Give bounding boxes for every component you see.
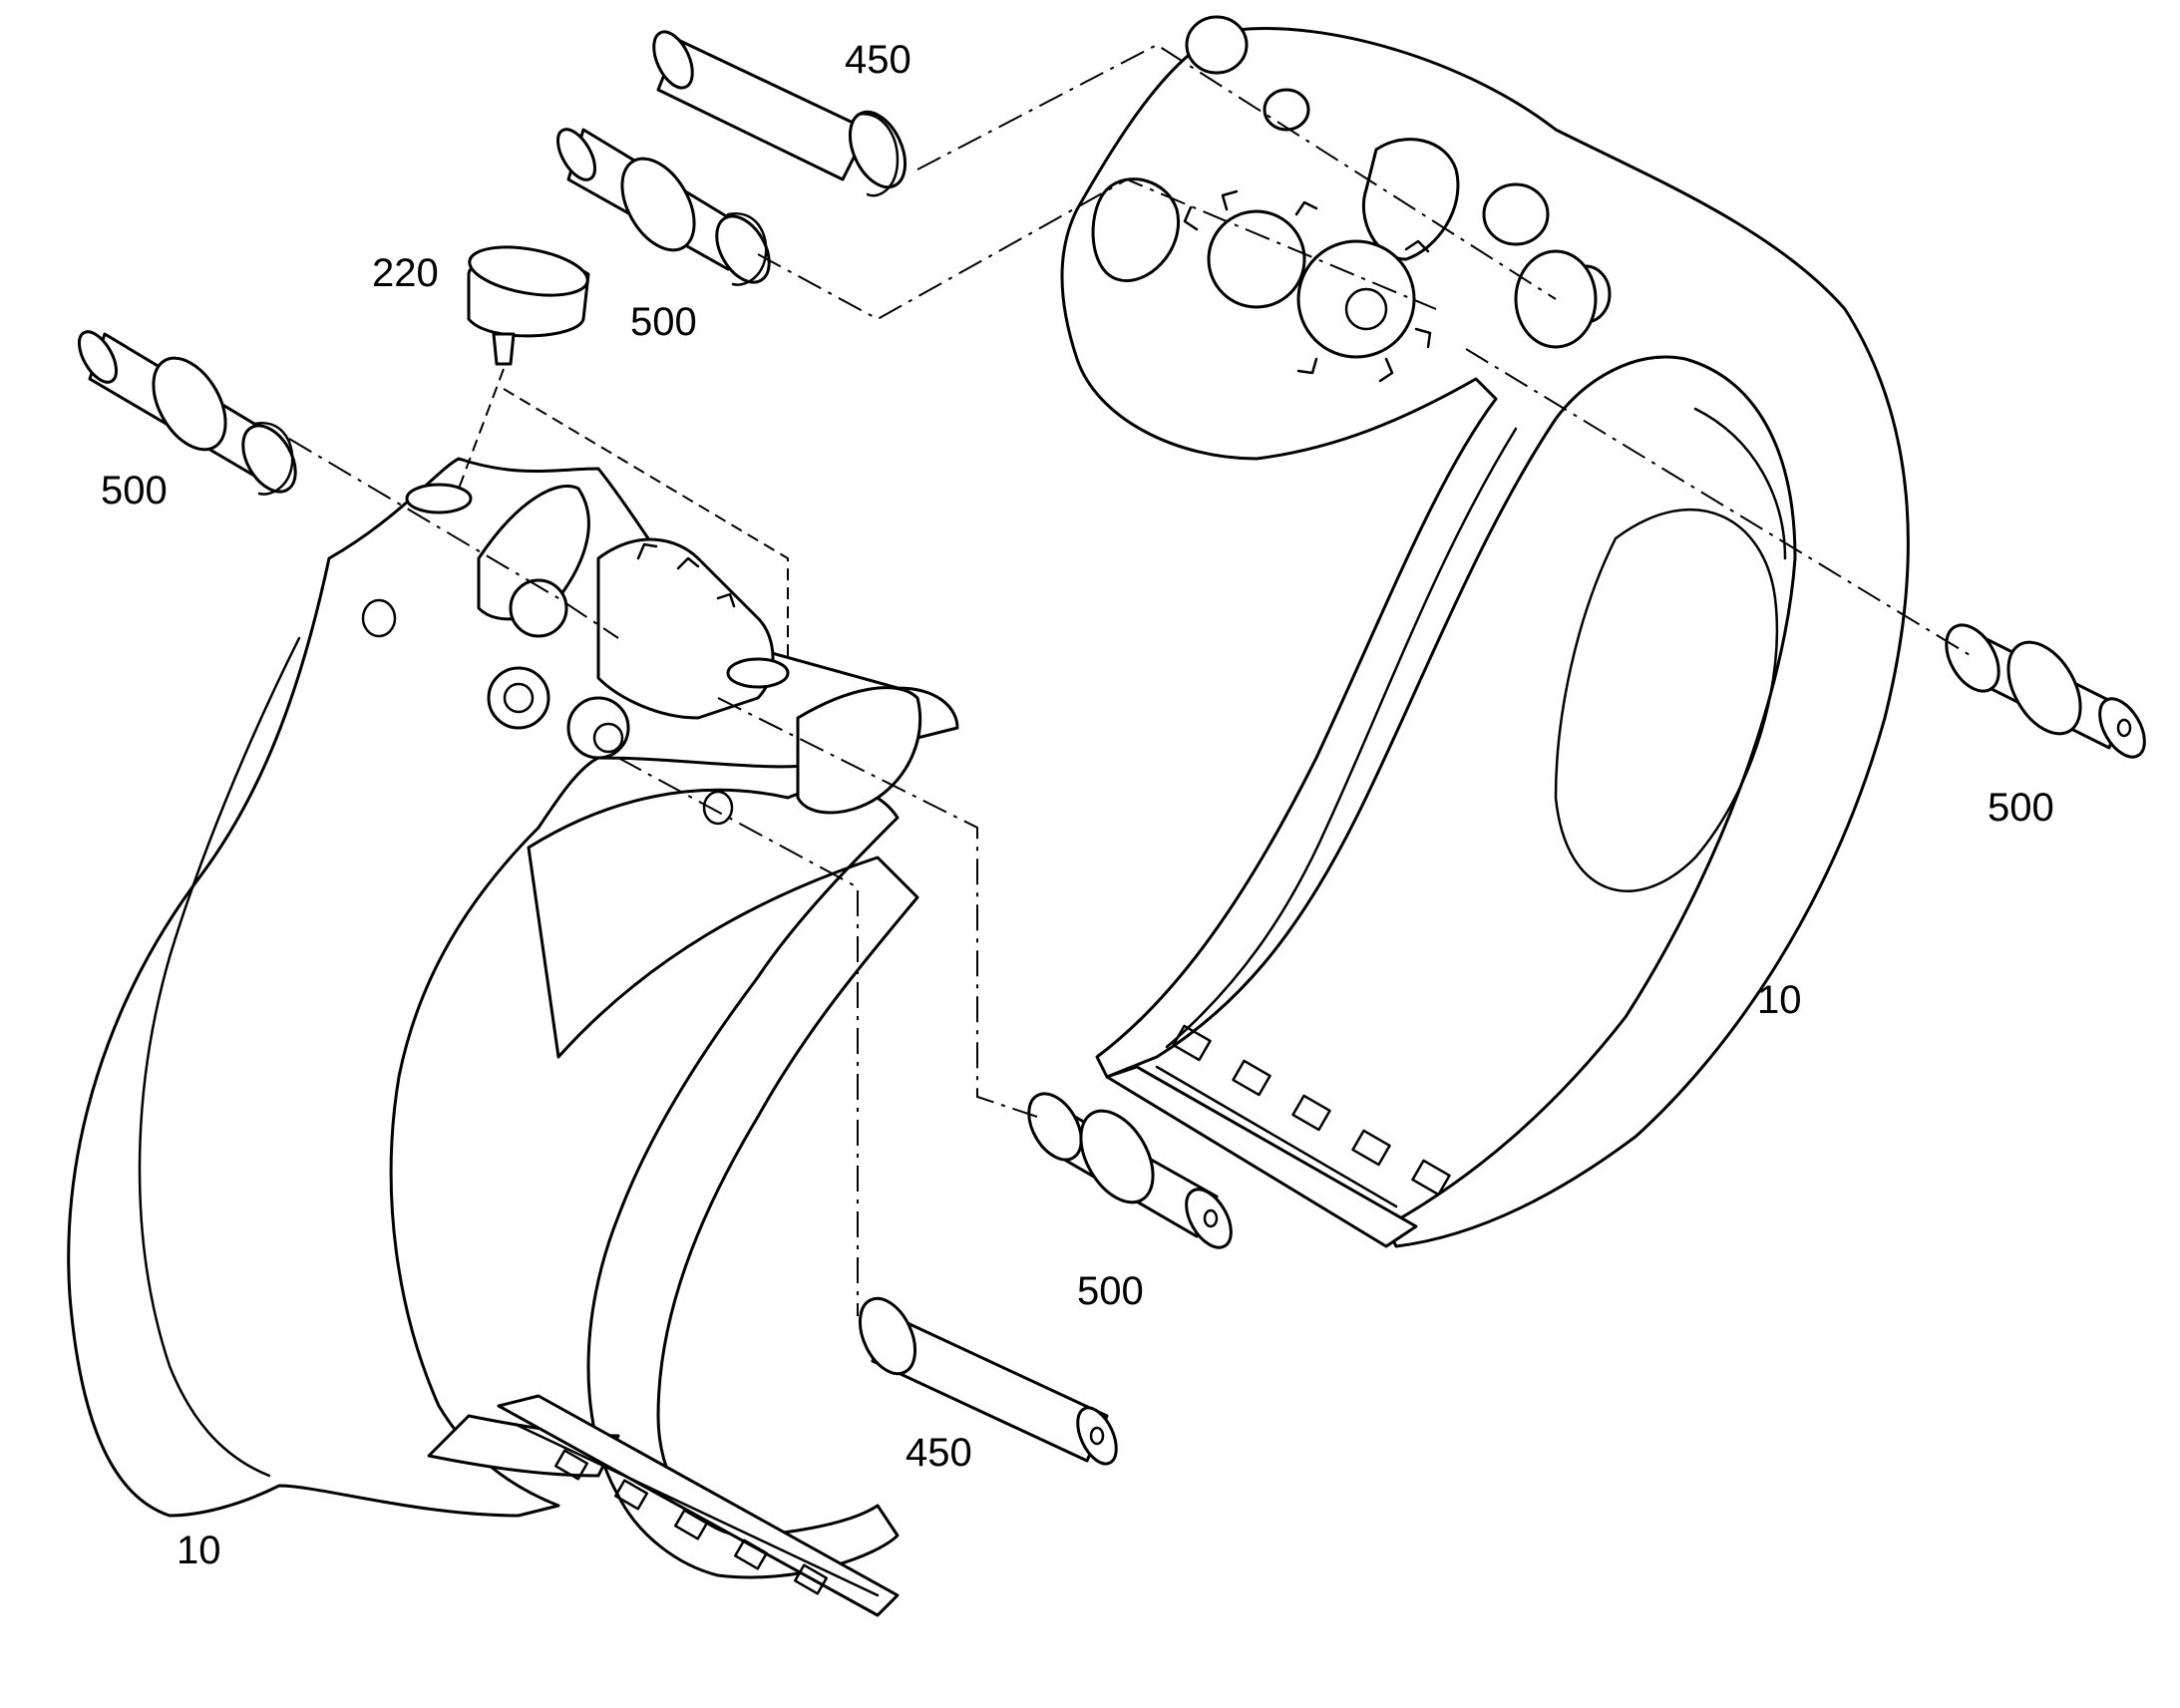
pin-450-top <box>652 30 908 197</box>
left-grapple-frame <box>67 457 959 1617</box>
pin-500-top <box>555 128 771 286</box>
callout-pin-500-right: 500 <box>1988 786 2054 830</box>
callout-frame-10-right: 10 <box>1757 978 1802 1022</box>
callout-pin-450-bottom: 450 <box>906 1431 972 1475</box>
callout-pin-500-mid: 500 <box>1077 1269 1144 1313</box>
callout-pin-500-left: 500 <box>101 469 168 512</box>
assembly-leader-lines <box>288 43 1976 1316</box>
callout-pin-500-top: 500 <box>630 300 697 344</box>
plug-220 <box>467 245 590 366</box>
pin-500-mid <box>1027 1092 1233 1249</box>
right-gear-pair <box>1183 189 1432 383</box>
callout-frame-10-left: 10 <box>177 1529 221 1572</box>
callout-plug-220: 220 <box>372 251 439 295</box>
pin-450-bottom <box>858 1296 1118 1466</box>
pin-500-right <box>1945 623 2146 759</box>
callout-labels: 450 500 220 500 500 10 500 450 10 <box>101 38 2054 1572</box>
pin-500-left <box>77 330 297 496</box>
right-grapple-frame <box>1060 15 1910 1248</box>
callout-pin-450-top: 450 <box>845 38 911 82</box>
